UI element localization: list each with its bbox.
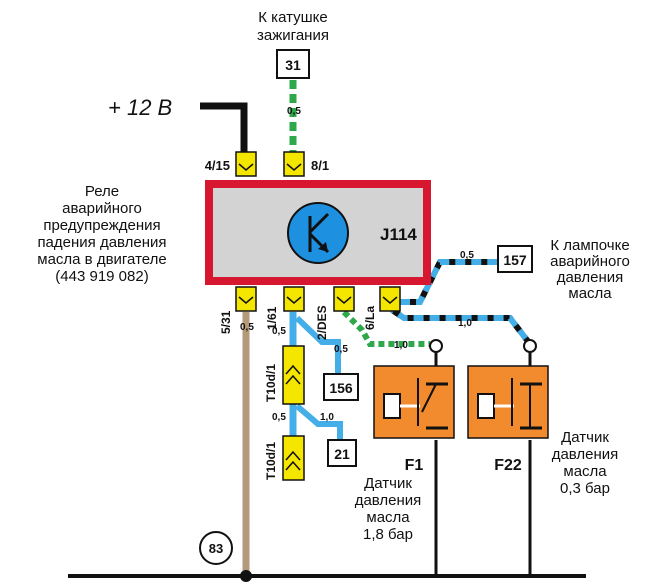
relay-symbol-icon bbox=[287, 202, 349, 264]
pin-6la: 6/La bbox=[363, 306, 377, 330]
connector-6la bbox=[379, 286, 401, 312]
wire-label-gnd: 0,5 bbox=[240, 322, 254, 333]
relay-label-line6: (443 919 082) bbox=[55, 268, 148, 285]
ground-junction bbox=[240, 570, 252, 582]
f1-terminal bbox=[429, 339, 443, 353]
lamp-label-line2: аварийного bbox=[550, 253, 630, 270]
wire-label-t1: 0,5 bbox=[272, 326, 286, 337]
relay-label-line1: Реле bbox=[85, 183, 119, 200]
wire-to-156 bbox=[294, 315, 341, 374]
wire-f22-blue bbox=[390, 307, 533, 346]
sensor03-label-line3: масла bbox=[563, 463, 607, 480]
wire-to-21 bbox=[295, 403, 343, 440]
box-21: 21 bbox=[334, 446, 350, 462]
pin-81: 8/1 bbox=[311, 158, 329, 173]
connector-t10d-b-label: T10d/1 bbox=[264, 442, 278, 480]
box-156-frame bbox=[323, 373, 359, 401]
sensor-f1-label: F1 bbox=[405, 457, 424, 474]
connector-t10d-a-label: T10d/1 bbox=[264, 364, 278, 402]
sensor03-label-line2: давления bbox=[552, 446, 619, 463]
lamp-label-line4: масла bbox=[568, 285, 612, 302]
connector-2des bbox=[333, 286, 355, 312]
sensor-f22-label: F22 bbox=[494, 457, 522, 474]
wire-label-f1: 1,0 bbox=[394, 340, 408, 351]
relay-label-line4: падения давления bbox=[37, 234, 166, 251]
wire-2des-f1 bbox=[341, 309, 430, 347]
coil-label-line1: К катушке bbox=[258, 9, 327, 26]
relay-id: J114 bbox=[380, 225, 417, 244]
sensor18-label-line1: Датчик bbox=[364, 475, 412, 492]
pin-161: 1/61 bbox=[265, 306, 279, 330]
ground-circle bbox=[199, 531, 233, 565]
ground-label: 83 bbox=[209, 541, 223, 556]
box-156: 156 bbox=[329, 380, 353, 396]
f22-terminal bbox=[523, 339, 537, 353]
box-31-frame bbox=[276, 49, 310, 79]
coil-label-line2: зажигания bbox=[257, 27, 329, 44]
lamp-label-line3: давления bbox=[557, 269, 624, 286]
connector-81 bbox=[283, 151, 305, 177]
box-21-frame bbox=[327, 439, 357, 467]
wire-lamp-blue bbox=[392, 259, 498, 305]
box-157-frame bbox=[497, 245, 533, 273]
pin-2des: 2/DES bbox=[315, 305, 329, 340]
connector-415 bbox=[235, 151, 257, 177]
wire-label-lamp05: 0,5 bbox=[460, 250, 474, 261]
wire-label-156: 0,5 bbox=[334, 344, 348, 355]
sensor18-label-line3: масла bbox=[366, 509, 410, 526]
sensor03-label-line4: 0,3 бар bbox=[560, 480, 610, 497]
box-157: 157 bbox=[503, 252, 527, 268]
relay-label-line3: предупреждения bbox=[43, 217, 160, 234]
wire-label-lamp10: 1,0 bbox=[458, 318, 472, 329]
lamp-label-line1: К лампочке bbox=[550, 237, 629, 254]
connector-t10d-a bbox=[282, 345, 305, 405]
pin-415: 4/15 bbox=[205, 158, 230, 173]
connector-161 bbox=[283, 286, 305, 312]
box-31: 31 bbox=[285, 57, 301, 73]
connector-531 bbox=[235, 286, 257, 312]
relay-label-line5: масла в двигателе bbox=[37, 251, 166, 268]
pin-531: 5/31 bbox=[219, 310, 233, 334]
sensor18-label-line4: 1,8 бар bbox=[363, 526, 413, 543]
plus12-label: + 12 В bbox=[108, 95, 172, 120]
relay-label-line2: аварийного bbox=[62, 200, 142, 217]
sensor-f22-icon bbox=[467, 365, 549, 439]
sensor-f1-icon bbox=[373, 365, 455, 439]
wire-label-21: 1,0 bbox=[320, 412, 334, 423]
connector-t10d-b bbox=[282, 435, 305, 481]
wire-label-coil: 0,5 bbox=[287, 106, 301, 117]
sensor03-label-line1: Датчик bbox=[561, 429, 609, 446]
wire-label-t2: 0,5 bbox=[272, 412, 286, 423]
wire-12v bbox=[200, 102, 248, 152]
sensor18-label-line2: давления bbox=[355, 492, 422, 509]
